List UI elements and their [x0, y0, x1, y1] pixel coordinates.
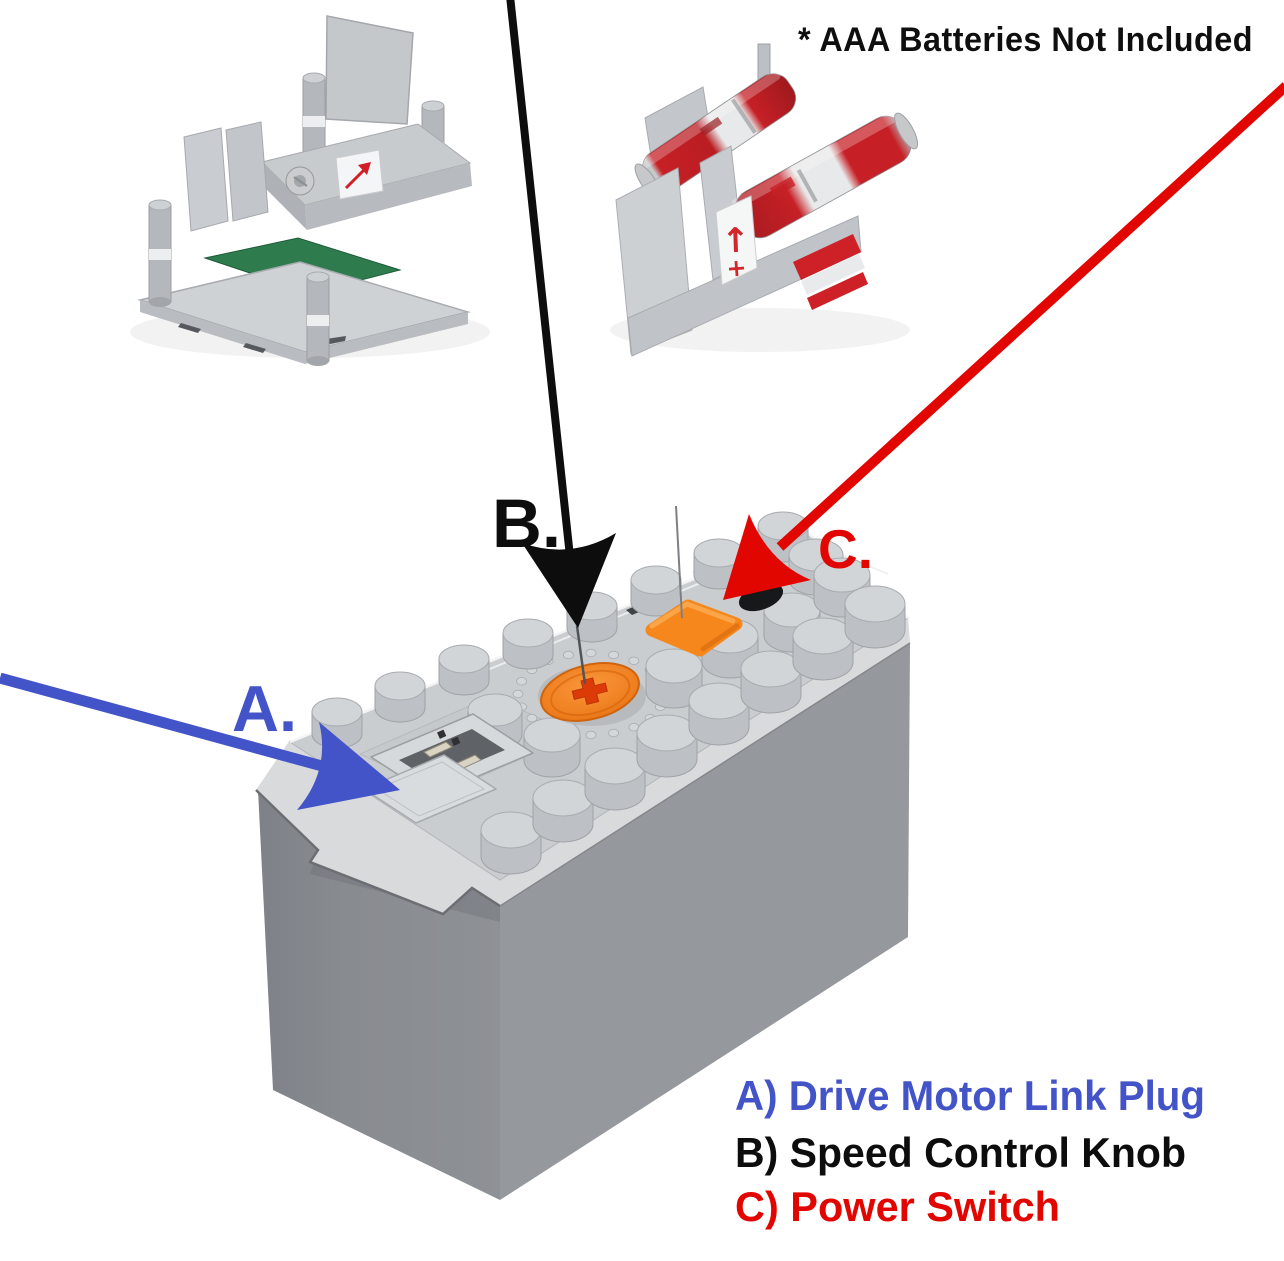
body-right-face: [500, 643, 910, 1200]
callout-a-arrow: [0, 672, 400, 810]
battery-box-photo: [255, 505, 911, 1200]
callout-c-marker: C.: [818, 518, 873, 580]
batteries-not-included-note: * AAA Batteries Not Included: [798, 21, 1253, 59]
legend: A) Drive Motor Link Plug B) Speed Contro…: [735, 1072, 1205, 1230]
notch-outline: [255, 789, 501, 916]
rim-contact-shadow: [310, 850, 500, 922]
button-highlight: [649, 601, 736, 629]
callout-a-marker: A.: [232, 672, 297, 745]
rim-body-seam: [499, 642, 911, 907]
link-plug-pad-inner: [375, 761, 486, 817]
stud-top: [311, 697, 363, 727]
legend-item-c: C) Power Switch: [735, 1183, 1060, 1230]
knob-inner-ring: [550, 669, 631, 717]
dial-tick: [516, 677, 527, 686]
battery-stripe: [807, 272, 868, 310]
link-plug-contact: [423, 741, 453, 758]
contact-slot: [451, 736, 461, 746]
legend-item-a: A) Drive Motor Link Plug: [735, 1072, 1205, 1119]
stud-top: [438, 644, 490, 674]
power-switch: [645, 599, 743, 657]
dial-tick: [585, 648, 597, 658]
polarity-plus-sign: +: [725, 253, 747, 282]
stud-top: [480, 811, 542, 849]
red-arrowhead-icon: [358, 162, 371, 175]
deck-front: [305, 163, 472, 230]
top-plate-rim: [256, 616, 910, 914]
dial-tick: [608, 650, 619, 660]
aaa-battery-2: [731, 112, 919, 239]
rail-slot: [178, 323, 201, 333]
dial-tick: [563, 650, 574, 660]
stud-top: [740, 650, 802, 688]
deck-left: [262, 162, 307, 230]
arrow-c-head: [723, 514, 811, 600]
aaa-battery-1: [634, 70, 797, 199]
contact-slot: [437, 729, 447, 739]
stud-top: [636, 714, 698, 752]
left-fin-2: [225, 121, 269, 222]
inset-battery-box-internal-photo: [130, 15, 490, 366]
red-arrow-icon: [344, 166, 368, 190]
link-plug-pad: [363, 754, 497, 824]
base-rail-edge: [140, 300, 468, 364]
legend-item-b: B) Speed Control Knob: [735, 1129, 1186, 1176]
polarity-arrow-icon: ↑: [721, 221, 751, 262]
frame-post-front: [306, 271, 330, 366]
stud-top: [523, 717, 581, 753]
callout-b-marker: B.: [492, 485, 561, 562]
stud-top: [467, 693, 523, 727]
stud-top: [584, 747, 646, 785]
stud-top: [502, 618, 554, 648]
polarity-label: ↑ +: [715, 195, 758, 286]
axle-cross-hole: [571, 677, 608, 706]
arrow-b-shaft: [506, 0, 575, 567]
dial-tick: [526, 713, 538, 723]
frame-post-left: [148, 199, 172, 307]
stud-top: [630, 565, 682, 595]
left-fin-1: [183, 127, 229, 232]
stud-top: [813, 557, 871, 593]
orientation-label: [335, 149, 384, 200]
inset-battery-tray-photo: ↑ +: [610, 43, 919, 357]
rail-slot: [243, 343, 266, 353]
body-front-face: [258, 790, 500, 1200]
battery-stripe: [801, 254, 865, 295]
dial-tick: [608, 728, 619, 738]
screw-icon: [285, 166, 315, 196]
arrow-c-shaft: [776, 82, 1284, 551]
callout-b-arrow: [506, 0, 616, 628]
stud-top: [532, 779, 594, 817]
button-shade: [700, 623, 740, 652]
callout-c-arrow: [723, 82, 1284, 600]
arrow-b-head: [522, 533, 616, 628]
dial-tick: [585, 730, 597, 740]
battery-stripe: [793, 234, 861, 280]
stud-top: [374, 671, 426, 701]
stud-top: [645, 648, 703, 684]
studs-group: [311, 511, 906, 875]
dial-tick: [512, 689, 524, 699]
drive-motor-link-plug: [363, 713, 534, 824]
stud-top: [688, 682, 750, 720]
arrow-a-shaft: [0, 672, 324, 772]
button-leader-line: [675, 505, 683, 619]
rail-slot: [325, 336, 346, 345]
speed-control-knob: [538, 662, 646, 726]
stud-top: [792, 617, 854, 655]
dial-tick: [628, 656, 640, 665]
stud-top: [844, 585, 906, 623]
arrow-a-head: [297, 722, 400, 810]
knob-leader-line: [575, 625, 587, 685]
back-fin: [325, 15, 414, 125]
